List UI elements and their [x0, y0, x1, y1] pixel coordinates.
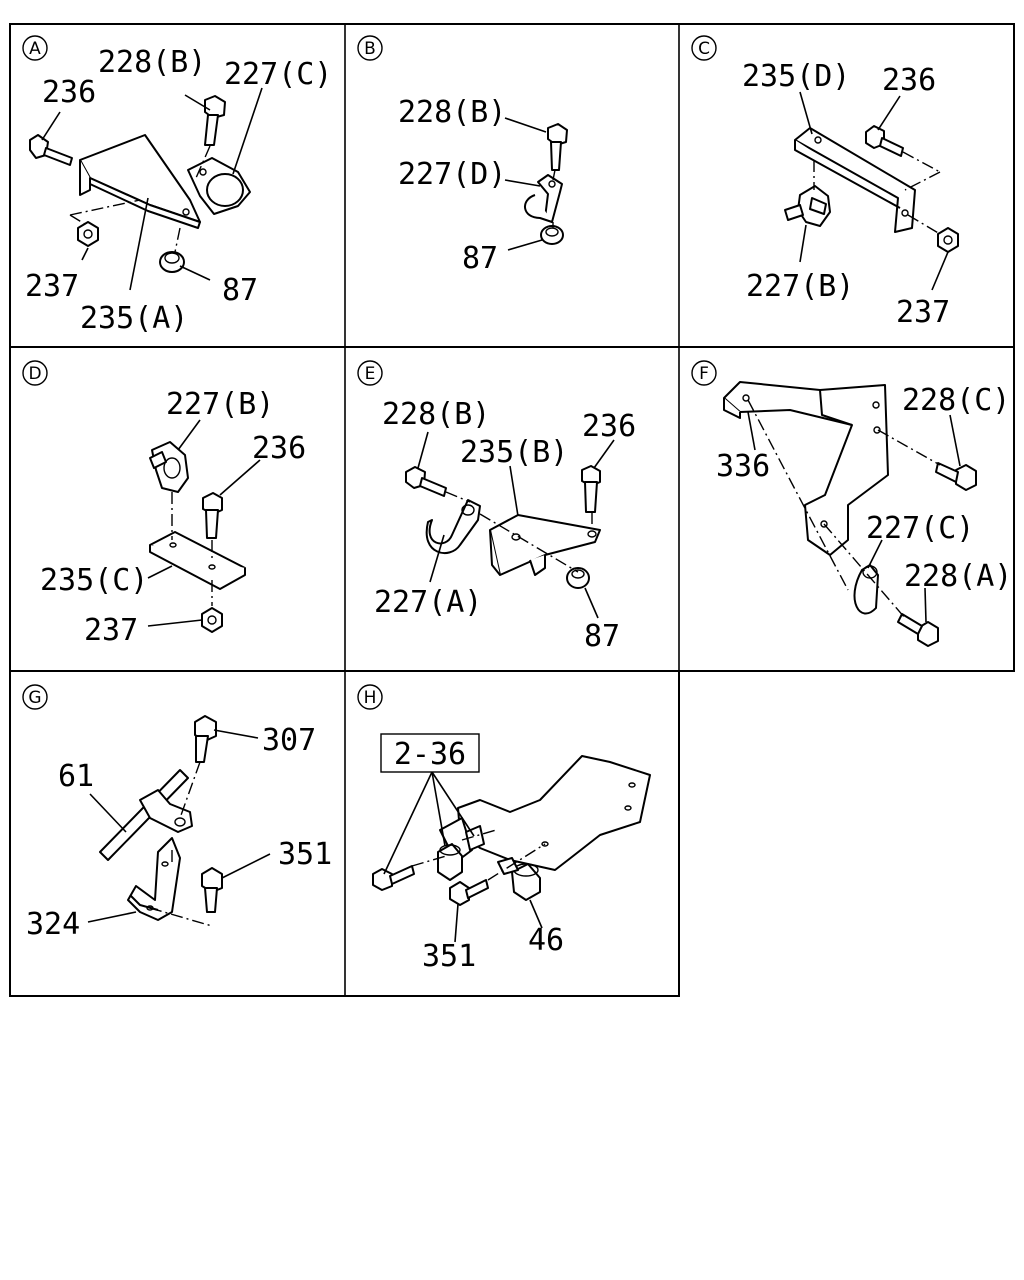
label-236: 236 [882, 63, 936, 98]
svg-text:A: A [29, 39, 41, 59]
label-236: 236 [252, 431, 306, 466]
panel-b: 228(B) 227(D) 87 [398, 95, 568, 276]
clamp-227b-icon [149, 441, 189, 493]
label-336: 336 [716, 449, 770, 484]
label-237: 237 [84, 613, 138, 648]
bolt-228b-icon [405, 466, 447, 497]
bolt-228b-icon [547, 123, 568, 171]
bolt-351-icon [201, 867, 223, 913]
label-351: 351 [422, 939, 476, 974]
label-228a: 228(A) [904, 559, 1012, 594]
bolt-left-icon [372, 865, 415, 891]
panel-badge-e: E [357, 360, 383, 386]
label-235d: 235(D) [742, 59, 850, 94]
panel-badge-c: C [691, 35, 717, 61]
svg-text:B: B [364, 39, 376, 59]
nut-87-icon [566, 567, 590, 589]
label-227a: 227(A) [374, 585, 482, 620]
reference-box-2-36 [380, 733, 480, 773]
label-227c: 227(C) [224, 57, 332, 92]
label-87: 87 [584, 619, 620, 654]
panel-badge-a: A [22, 35, 48, 61]
bolt-307-icon [194, 715, 217, 763]
label-236: 236 [42, 75, 96, 110]
svg-text:E: E [365, 364, 376, 384]
clamp-227b-icon [784, 185, 831, 227]
panel-badge-b: B [357, 35, 383, 61]
panel-e: 228(B) 236 235(B) 227(A) 87 [374, 397, 636, 654]
label-228b: 228(B) [98, 45, 206, 80]
label-236: 236 [582, 409, 636, 444]
label-2-36: 2-36 [394, 737, 466, 772]
bolt-236-icon [29, 134, 73, 166]
nut-87-icon [159, 251, 185, 273]
label-87: 87 [462, 241, 498, 276]
label-228b: 228(B) [398, 95, 506, 130]
plate-235c-icon [149, 531, 246, 590]
nut-237-icon [201, 607, 223, 633]
label-228b: 228(B) [382, 397, 490, 432]
bolt-236-icon [581, 465, 601, 513]
svg-text:G: G [28, 688, 41, 708]
panel-h: 2-36 [372, 733, 651, 974]
label-227c: 227(C) [866, 511, 974, 546]
label-227b: 227(B) [166, 387, 274, 422]
bolt-236-icon [202, 492, 223, 539]
svg-text:D: D [28, 364, 41, 384]
pipe-61-icon [99, 769, 193, 861]
nut-87-icon [540, 225, 564, 245]
clamp-227a-icon [425, 499, 481, 554]
clip-upper-icon [437, 843, 463, 881]
label-228c: 228(C) [902, 383, 1010, 418]
svg-text:C: C [698, 39, 710, 59]
bolt-228a-icon [897, 613, 939, 647]
panel-badge-h: H [357, 684, 383, 710]
panel-badge-f: F [691, 360, 717, 386]
clamp-227d-icon [524, 174, 563, 223]
panel-badge-d: D [22, 360, 48, 386]
bolt-236-icon [865, 125, 904, 157]
panel-g: 307 61 351 324 [26, 715, 332, 942]
label-235a: 235(A) [80, 301, 188, 336]
nut-237-icon [77, 221, 99, 247]
clip-46-icon [497, 857, 541, 901]
bracket-336-icon [723, 381, 889, 556]
panel-a: 228(B) 227(C) 236 237 235(A) 87 [25, 45, 332, 336]
label-237: 237 [25, 269, 79, 304]
bracket-235a-icon [79, 134, 201, 229]
bolt-228c-icon [935, 462, 977, 491]
label-324: 324 [26, 907, 80, 942]
label-227d: 227(D) [398, 157, 506, 192]
svg-text:F: F [699, 364, 709, 384]
label-61: 61 [58, 759, 94, 794]
nut-237-icon [937, 227, 959, 253]
label-46: 46 [528, 923, 564, 958]
panel-d: 227(B) 236 235(C) 237 [40, 387, 306, 648]
label-237: 237 [896, 295, 950, 330]
panel-f: 228(C) 336 227(C) 228(A) [716, 381, 1012, 647]
label-351: 351 [278, 837, 332, 872]
svg-text:H: H [364, 688, 377, 708]
bolt-228b-icon [204, 95, 226, 146]
panel-badge-g: G [22, 684, 48, 710]
bracket-assembly-icon [439, 755, 651, 871]
panel-c: 235(D) 236 227(B) 237 [742, 59, 959, 330]
label-87: 87 [222, 273, 258, 308]
bolt-351-icon [449, 879, 489, 906]
label-227b: 227(B) [746, 269, 854, 304]
label-307: 307 [262, 723, 316, 758]
label-235b: 235(B) [460, 435, 568, 470]
label-235c: 235(C) [40, 563, 148, 598]
